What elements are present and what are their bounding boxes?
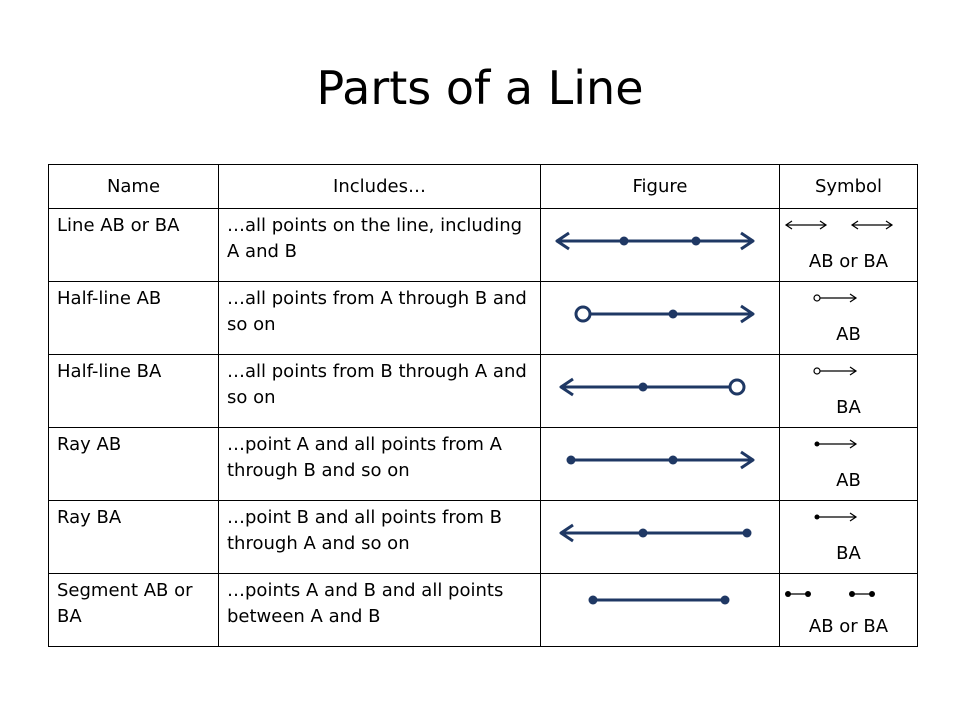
open-circle-arrow-overbar-icon xyxy=(813,293,858,303)
segment-overbar-icon xyxy=(785,591,875,597)
header-symbol: Symbol xyxy=(779,164,918,209)
row-name: Ray AB xyxy=(48,427,219,501)
ray-ba-figure-icon xyxy=(559,523,752,543)
header-name: Name xyxy=(48,164,219,209)
half-line-ba-figure-icon xyxy=(559,377,746,397)
figure-half-line-ab xyxy=(540,281,780,355)
page-title: Parts of a Line xyxy=(316,61,644,115)
header-row: Name Includes… Figure Symbol xyxy=(48,164,918,209)
symbol-text: BA xyxy=(836,543,861,564)
row-name: Line AB or BA xyxy=(48,208,219,282)
symbol-ray-ab: AB xyxy=(779,427,918,501)
symbol-segment: AB or BA xyxy=(779,573,918,647)
double-arrow-overbar-icon xyxy=(784,220,894,230)
segment-figure-icon xyxy=(588,595,730,605)
symbol-text: AB or BA xyxy=(808,616,889,637)
ray-overbar-icon xyxy=(814,439,858,449)
table-row: Segment AB or BA …points A and B and all… xyxy=(48,573,918,647)
figure-ray-ab xyxy=(540,427,780,501)
row-includes: …point A and all points from A through B… xyxy=(218,427,541,501)
row-name: Half-line BA xyxy=(48,354,219,428)
row-name: Half-line AB xyxy=(48,281,219,355)
table-row: Half-line BA …all points from B through … xyxy=(48,354,918,428)
row-name: Ray BA xyxy=(48,500,219,574)
line-figure-icon xyxy=(555,231,755,251)
figure-half-line-ba xyxy=(540,354,780,428)
header-figure: Figure xyxy=(540,164,780,209)
parts-of-line-table: Name Includes… Figure Symbol Line AB or … xyxy=(48,164,918,647)
symbol-half-line-ba: BA xyxy=(779,354,918,428)
ray-overbar-icon xyxy=(814,512,858,522)
symbol-line: AB or BA xyxy=(779,208,918,282)
ray-ab-figure-icon xyxy=(566,450,755,470)
half-line-ab-figure-icon xyxy=(574,304,755,324)
symbol-text: AB or BA xyxy=(808,251,889,272)
row-includes: …all points on the line, including A and… xyxy=(218,208,541,282)
figure-segment xyxy=(540,573,780,647)
symbol-text: AB xyxy=(836,324,861,345)
row-includes: …points A and B and all points between A… xyxy=(218,573,541,647)
table-row: Ray BA …point B and all points from B th… xyxy=(48,500,918,574)
figure-line xyxy=(540,208,780,282)
row-includes: …all points from A through B and so on xyxy=(218,281,541,355)
open-circle-arrow-overbar-icon xyxy=(813,366,858,376)
row-includes: …all points from B through A and so on xyxy=(218,354,541,428)
table-row: Half-line AB …all points from A through … xyxy=(48,281,918,355)
row-includes: …point B and all points from B through A… xyxy=(218,500,541,574)
symbol-half-line-ab: AB xyxy=(779,281,918,355)
table-row: Line AB or BA …all points on the line, i… xyxy=(48,208,918,282)
table-row: Ray AB …point A and all points from A th… xyxy=(48,427,918,501)
symbol-text: AB xyxy=(836,470,861,491)
row-name: Segment AB or BA xyxy=(48,573,219,647)
figure-ray-ba xyxy=(540,500,780,574)
symbol-text: BA xyxy=(836,397,861,418)
header-includes: Includes… xyxy=(218,164,541,209)
symbol-ray-ba: BA xyxy=(779,500,918,574)
